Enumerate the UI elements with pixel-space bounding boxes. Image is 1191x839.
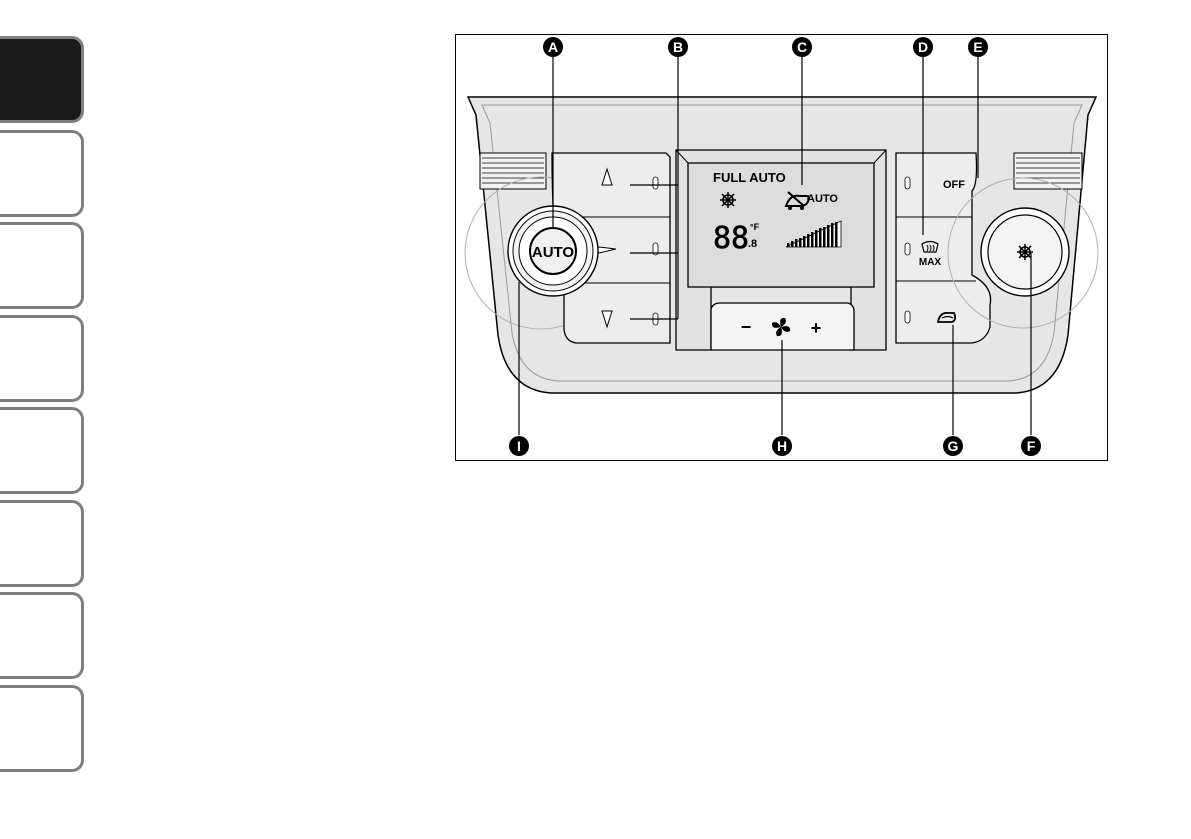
off-led [905, 177, 910, 189]
display-temperature-unit-top: °F [750, 222, 760, 232]
ac-knob[interactable] [981, 208, 1069, 296]
chapter-tab-4[interactable] [0, 315, 84, 402]
callout-e: E [968, 37, 988, 57]
display-fan-mode-label: AUTO [807, 193, 838, 205]
svg-text:I: I [517, 438, 521, 454]
callout-f: F [1021, 436, 1041, 456]
temperature-up-led [653, 177, 658, 189]
svg-text:F: F [1027, 438, 1036, 454]
left-vent-grille [480, 153, 546, 189]
callout-i: I [509, 436, 529, 456]
chapter-tab-1[interactable] [0, 36, 84, 123]
callout-g: G [943, 436, 963, 456]
max-defrost-label: MAX [919, 257, 942, 268]
climate-control-figure: AUTO FULL AUTO AUTO 88 °F .8 [455, 34, 1108, 461]
svg-text:A: A [548, 39, 558, 55]
fan-minus-button[interactable]: − [741, 317, 752, 337]
max-defrost-led [905, 243, 910, 255]
svg-text:C: C [797, 39, 807, 55]
svg-text:G: G [948, 438, 959, 454]
chapter-tab-6[interactable] [0, 500, 84, 587]
svg-text:H: H [777, 438, 787, 454]
svg-text:D: D [918, 39, 928, 55]
recirculation-led [905, 311, 910, 323]
callout-b: B [668, 37, 688, 57]
callout-a: A [543, 37, 563, 57]
svg-text:E: E [973, 39, 982, 55]
climate-panel-diagram: AUTO FULL AUTO AUTO 88 °F .8 [456, 35, 1109, 462]
chapter-tab-7[interactable] [0, 592, 84, 679]
display-mode-label: FULL AUTO [713, 170, 786, 185]
svg-text:B: B [673, 39, 683, 55]
chapter-tab-3[interactable] [0, 222, 84, 309]
chapter-tab-8[interactable] [0, 685, 84, 772]
right-vent-grille [1014, 153, 1082, 189]
callout-c: C [792, 37, 812, 57]
chapter-tab-5[interactable] [0, 407, 84, 494]
callout-d: D [913, 37, 933, 57]
off-button[interactable]: OFF [943, 179, 965, 191]
fan-plus-button[interactable]: + [811, 318, 822, 338]
display-temperature-unit-bottom: .8 [748, 238, 757, 250]
snowflake-icon [720, 192, 736, 208]
callout-h: H [772, 436, 792, 456]
display-temperature-digits: 88 [713, 221, 749, 256]
chapter-tab-2[interactable] [0, 130, 84, 217]
auto-button-label: AUTO [532, 244, 575, 261]
